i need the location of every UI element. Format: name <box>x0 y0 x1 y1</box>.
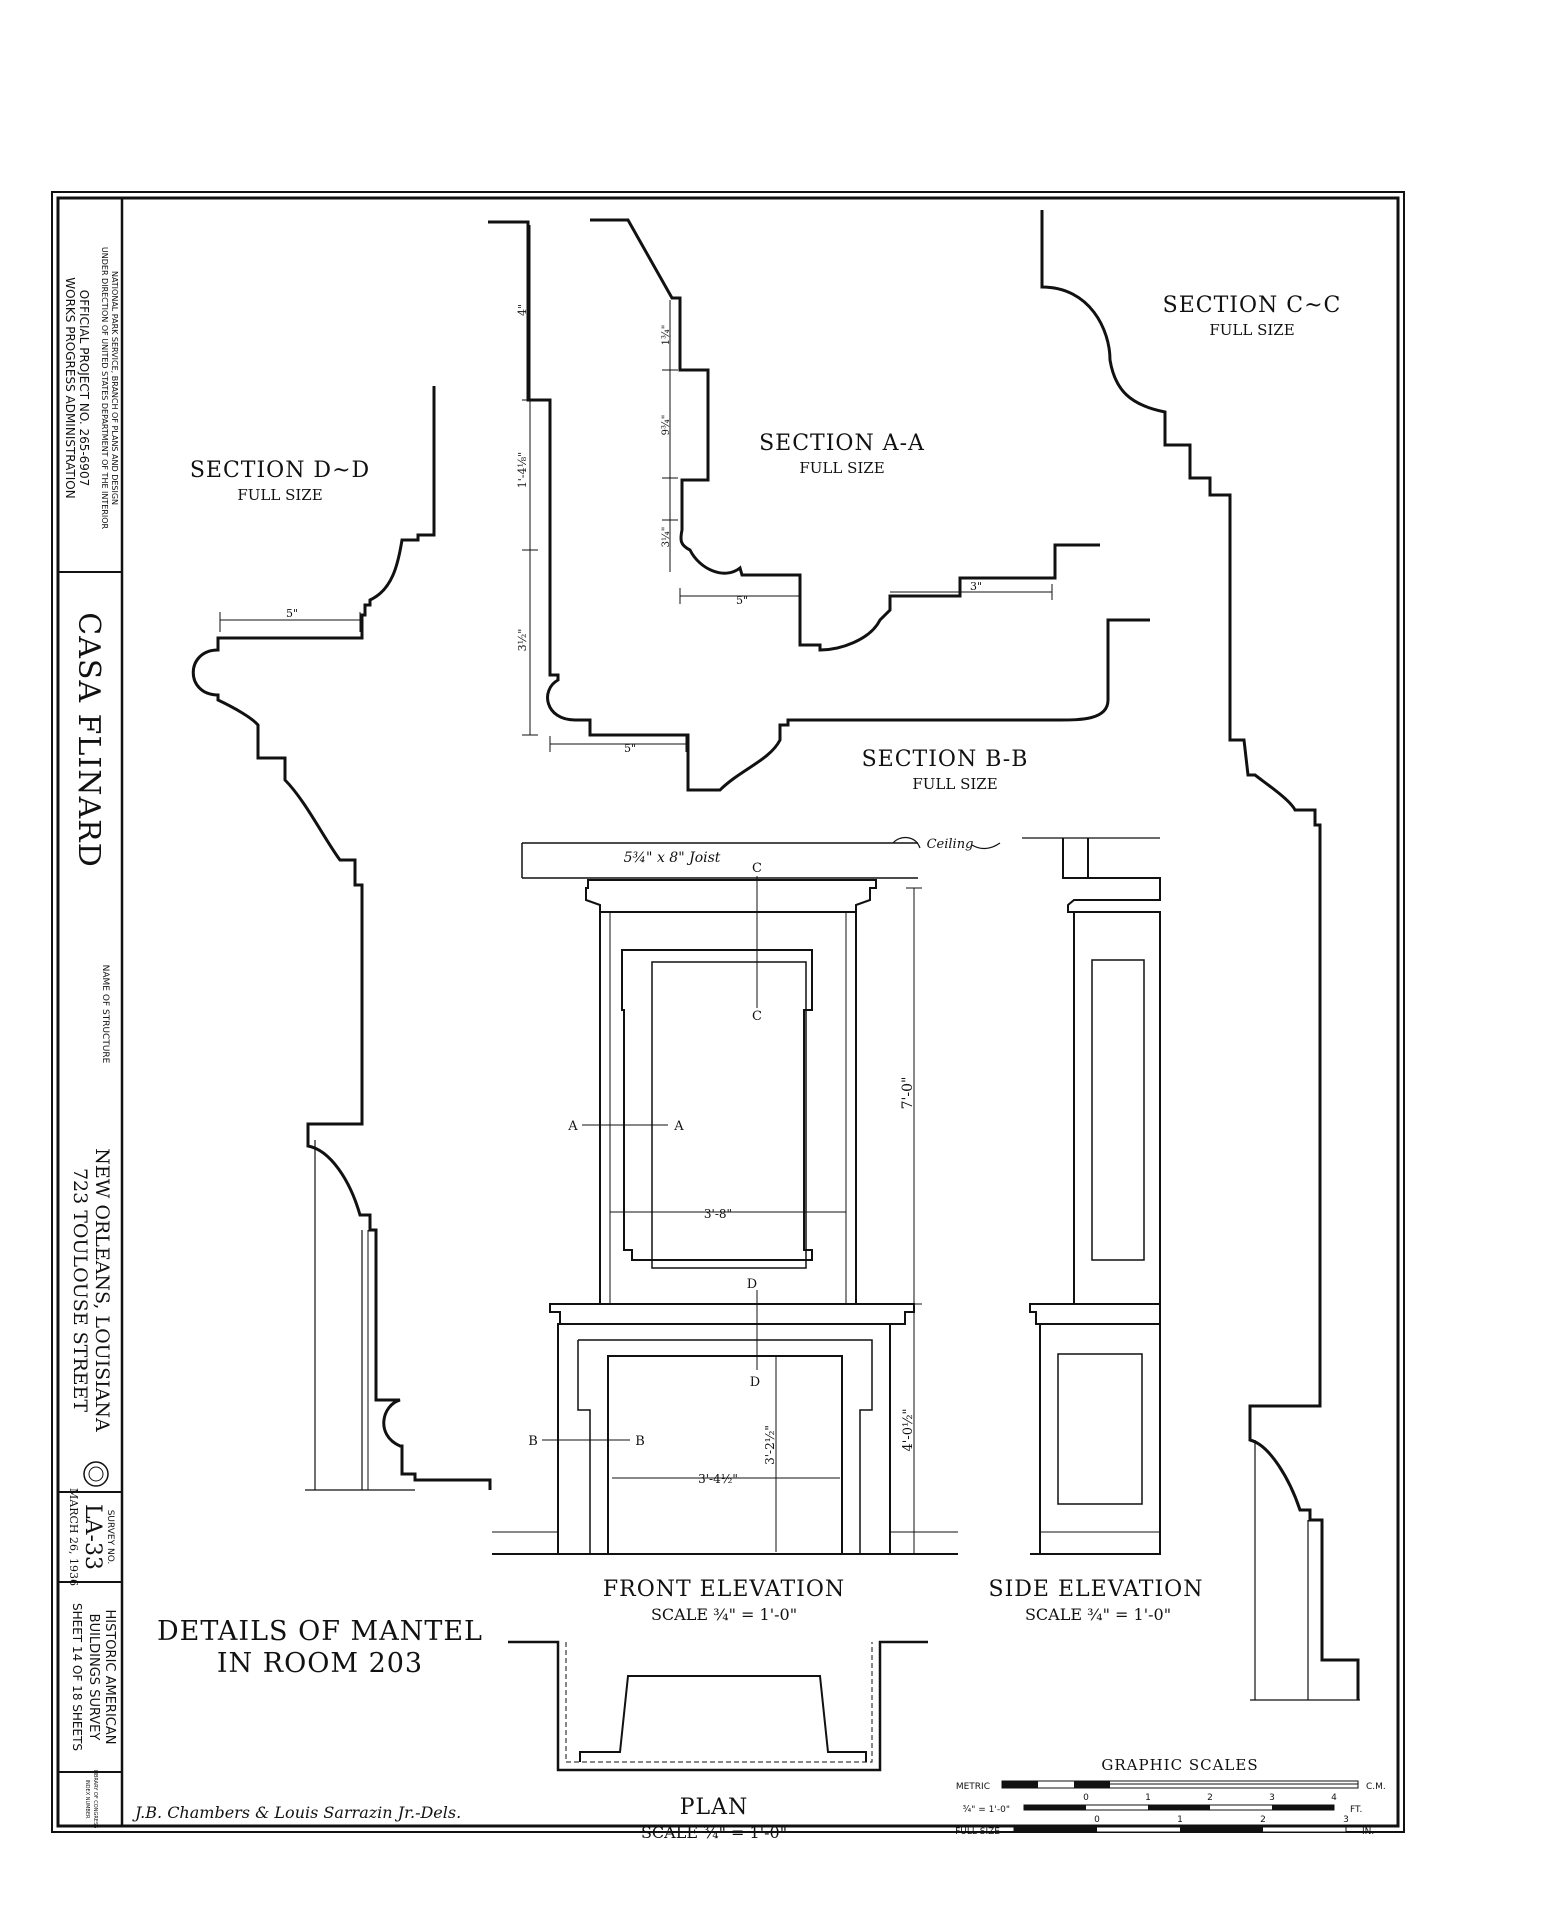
side-elevation-scale: SCALE ¾" = 1'-0" <box>1025 1605 1171 1624</box>
section-aa-dim-5: 5" <box>736 594 748 607</box>
section-cc-subtitle: FULL SIZE <box>1209 321 1294 339</box>
section-aa-dim-3-1-4: 3¼" <box>661 527 672 548</box>
loc-line2: INDEX NUMBER <box>84 1779 90 1819</box>
opening-height: 3'-2½" <box>763 1425 777 1465</box>
front-elevation <box>492 837 1001 1555</box>
section-aa-dim-3: 3" <box>970 580 982 593</box>
loc-line1: LIBRARY OF CONGRESS <box>92 1770 98 1829</box>
section-bb-dim-1-4-8: 1'-4⅛" <box>516 452 529 488</box>
front-elevation-scale: SCALE ¾" = 1'-0" <box>651 1605 797 1624</box>
arch-unit: FT. <box>1350 1805 1362 1815</box>
section-bb-subtitle: FULL SIZE <box>912 775 997 793</box>
section-dd-subtitle: FULL SIZE <box>237 486 322 504</box>
marker-c-bottom: C <box>752 1009 762 1024</box>
section-aa-subtitle: FULL SIZE <box>799 459 884 477</box>
arch-tick-1: 1 <box>1145 1793 1151 1803</box>
structure-name: CASA FLINARD <box>71 612 106 868</box>
full-tick-1: 1 <box>1177 1815 1183 1825</box>
plan-view <box>508 1640 928 1772</box>
agency-line3: UNDER DIRECTION OF UNITED STATES DEPARTM… <box>100 247 109 530</box>
outer-border <box>51 191 1405 1833</box>
section-aa-dimensions <box>662 300 1053 604</box>
full-size-scale-bar: FULL SIZE 0 1 2 3 IN. <box>955 1815 1374 1837</box>
opening-width: 3'-4½" <box>698 1472 738 1486</box>
full-tick-0: 0 <box>1094 1815 1100 1825</box>
joist-note: 5¾" x 8" Joist <box>624 850 721 866</box>
survey-number: LA-33 <box>80 1504 105 1570</box>
section-bb-dim-4: 4" <box>516 304 529 316</box>
section-bb-dim-5: 5" <box>624 742 636 755</box>
section-bb-dimensions <box>522 225 687 752</box>
section-bb-dim-3-1-2: 3½" <box>516 629 529 652</box>
arch-tick-4: 4 <box>1331 1793 1337 1803</box>
front-elevation-dimensions <box>610 887 922 1555</box>
full-unit: IN. <box>1362 1827 1374 1837</box>
inner-border <box>56 196 1400 1828</box>
ceiling-note: Ceiling <box>927 837 974 852</box>
title-block: WORKS PROGRESS ADMINISTRATION OFFICIAL P… <box>58 198 124 1829</box>
front-elevation-title: FRONT ELEVATION <box>603 1577 845 1602</box>
section-cc-profile <box>1040 210 1360 1701</box>
arch-tick-0: 0 <box>1083 1793 1089 1803</box>
section-bb-title: SECTION B-B <box>862 747 1029 772</box>
section-aa-dim-9-3-4: 9¾" <box>661 415 672 436</box>
front-height-4: 4'-0½" <box>901 1408 916 1451</box>
full-tick-2: 2 <box>1260 1815 1266 1825</box>
section-dd-dimension <box>219 612 361 632</box>
full-tick-3: 3 <box>1343 1815 1349 1825</box>
front-height-7: 7'-0" <box>900 1077 916 1110</box>
drawing-date: MARCH 26, 1936 <box>67 1488 80 1586</box>
marker-b-right: B <box>635 1434 645 1449</box>
marker-d-top: D <box>747 1277 757 1292</box>
habs-line2: BUILDINGS SURVEY <box>86 1614 101 1741</box>
section-dd-profile <box>191 386 492 1491</box>
agency-line1: WORKS PROGRESS ADMINISTRATION <box>63 277 77 498</box>
arch-scale-bar: ¾" = 1'-0" 0 1 2 3 4 FT. <box>963 1793 1363 1815</box>
section-cc-title: SECTION C~C <box>1163 293 1342 318</box>
arch-tick-2: 2 <box>1207 1793 1213 1803</box>
metric-scale-bar: METRIC C.M. <box>956 1780 1386 1792</box>
section-aa-profile <box>590 218 1100 652</box>
section-cut-lines <box>542 876 758 1441</box>
agency-line2: OFFICIAL PROJECT NO. 265-6907 <box>77 290 91 486</box>
arch-scale-label: ¾" = 1'-0" <box>963 1805 1010 1815</box>
overmantel-width: 3'-8" <box>704 1207 732 1221</box>
marker-c-top: C <box>752 861 762 876</box>
full-size-label: FULL SIZE <box>955 1827 1000 1837</box>
side-elevation <box>1022 837 1161 1555</box>
drawing-title-line1: DETAILS OF MANTEL <box>157 1616 483 1647</box>
arch-tick-3: 3 <box>1269 1793 1275 1803</box>
address-line2: NEW ORLEANS, LOUISIANA <box>91 1148 113 1432</box>
marker-b-left: B <box>528 1434 538 1449</box>
section-aa-title: SECTION A-A <box>759 431 925 456</box>
plan-scale: SCALE ¾" = 1'-0" <box>641 1823 787 1842</box>
section-dd-title: SECTION D~D <box>190 458 370 483</box>
address-line1: 723 TOULOUSE STREET <box>69 1168 91 1412</box>
survey-label: SURVEY NO. <box>105 1510 115 1565</box>
agency-line4: NATIONAL PARK SERVICE, BRANCH OF PLANS A… <box>110 271 119 505</box>
section-bb-profile <box>488 220 1150 792</box>
marker-a-right: A <box>673 1119 684 1134</box>
name-of-structure-label: NAME OF STRUCTURE <box>100 965 110 1064</box>
delineators-signature: J.B. Chambers & Louis Sarrazin Jr.-Dels. <box>132 1803 461 1822</box>
habs-line1: HISTORIC AMERICAN <box>102 1610 117 1745</box>
side-elevation-title: SIDE ELEVATION <box>989 1577 1204 1602</box>
section-aa-dim-1-3-4: 1¾" <box>661 325 672 346</box>
drawing-title-line2: IN ROOM 203 <box>217 1648 423 1679</box>
plan-title: PLAN <box>680 1795 749 1820</box>
graphic-scales-title: GRAPHIC SCALES <box>1101 1756 1258 1774</box>
metric-label: METRIC <box>956 1782 990 1792</box>
metric-unit: C.M. <box>1366 1782 1386 1792</box>
marker-d-bottom: D <box>750 1375 760 1390</box>
section-dd-dim-5: 5" <box>286 607 298 620</box>
marker-a-left: A <box>567 1119 578 1134</box>
sheet-info: SHEET 14 OF 18 SHEETS <box>70 1603 84 1751</box>
wpa-seal <box>83 1461 109 1487</box>
